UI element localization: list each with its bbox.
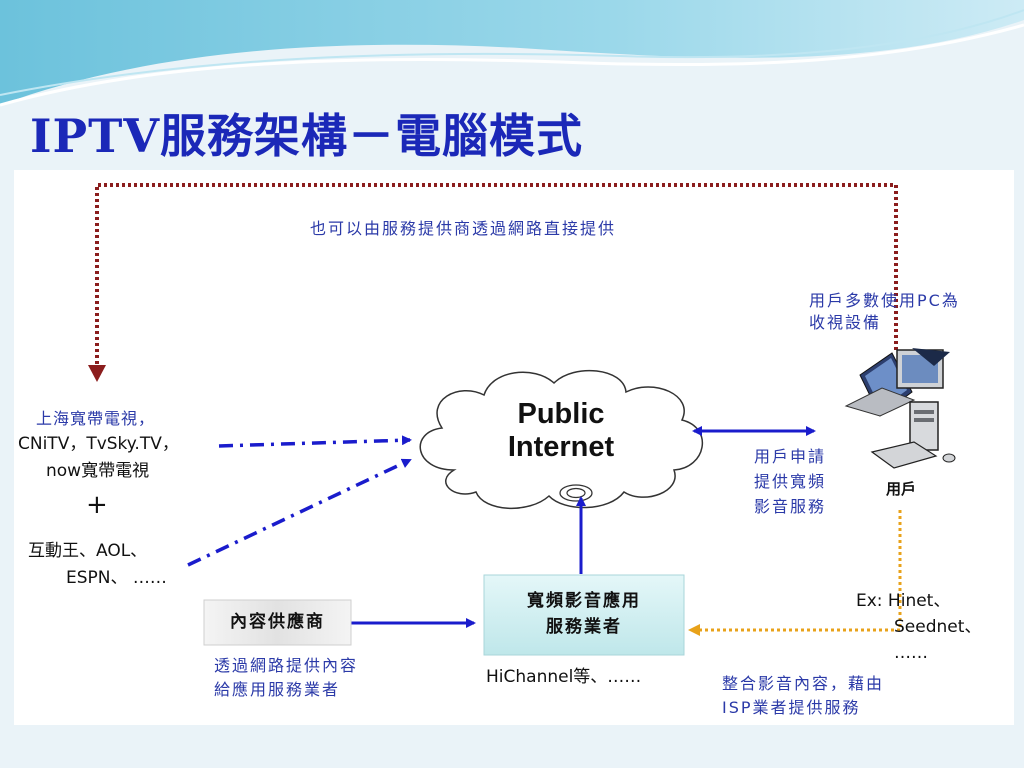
other-source-line-1: 互動王、AOL、	[28, 541, 148, 561]
other-source-line-2: ESPN、 ……	[66, 568, 167, 588]
cloud-label: Public Internet	[507, 398, 615, 464]
direct-provision-label: 也可以由服務提供商透過網路直接提供	[310, 219, 617, 238]
page-title: IPTV服務架構－電腦模式	[30, 109, 584, 163]
app-provider-examples: HiChannel等、……	[486, 667, 642, 687]
user-note: 用戶多數使用PC為 收視設備	[809, 291, 960, 332]
content-source-line-2: CNiTV，TvSky.TV，	[18, 434, 179, 454]
plus-sign: +	[86, 490, 108, 520]
content-provider-box-shape	[203, 599, 352, 646]
user-label: 用戶	[886, 480, 917, 498]
isp-examples-line-3: ……	[894, 643, 928, 663]
content-source-line-3: now寬帶電視	[46, 461, 150, 481]
content-source-line-1: 上海寬帶電視，	[36, 409, 156, 428]
public-internet-cloud	[419, 369, 704, 509]
isp-note: 整合影音內容，藉由 ISP業者提供服務	[722, 674, 885, 717]
content-provider-box: 內容供應商	[230, 612, 325, 632]
direct-provision-arrowhead	[88, 365, 106, 382]
diagram-graphics	[88, 183, 956, 656]
sources-to-cloud-arrow-2	[187, 458, 412, 567]
isp-examples-line-1: Ex: Hinet、	[856, 591, 951, 611]
user-request-label: 用戶申請 提供寬頻 影音服務	[754, 447, 827, 516]
app-provider-box: 寬頻影音應用 服務業者	[527, 591, 641, 638]
provider-note: 透過網路提供內容 給應用服務業者	[214, 656, 359, 699]
computer-icon	[844, 348, 956, 469]
sources-to-cloud-arrow-1	[218, 435, 412, 448]
diagram-panel: 也可以由服務提供商透過網路直接提供 用戶多數使用PC為 收視設備 上海寬帶電視，…	[14, 170, 1014, 725]
isp-dotted-path	[688, 510, 902, 636]
app-provider-box-shape	[483, 574, 685, 656]
isp-examples-line-2: Seednet、	[894, 617, 982, 637]
direct-provision-loop	[95, 183, 898, 368]
